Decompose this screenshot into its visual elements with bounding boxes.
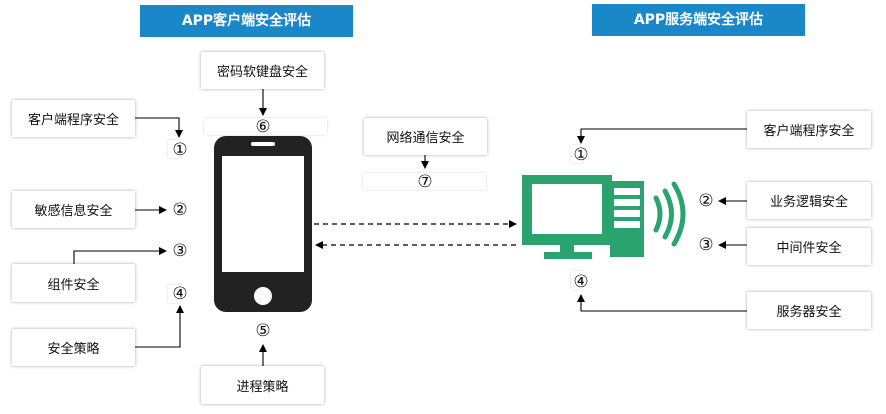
placeholder-box (168, 140, 180, 158)
smartphone-icon (214, 136, 312, 312)
network-security-box: 网络通信安全 (364, 118, 487, 155)
placeholder-box (571, 145, 583, 163)
middleware-security-box: 中间件安全 (747, 228, 871, 265)
server-security-box: 服务器安全 (747, 292, 871, 329)
server-section-title: APP服务端安全评估 (592, 4, 805, 36)
client-marker-4: ④ (172, 284, 188, 304)
server-marker-4: ④ (573, 272, 589, 292)
client-section-title: APP客户端安全评估 (140, 5, 353, 37)
client-program-security-box: 客户端程序安全 (12, 100, 135, 137)
network-marker-7: ⑦ (417, 172, 433, 192)
server-client-program-security-box: 客户端程序安全 (747, 111, 871, 148)
signal-waves-icon (653, 181, 686, 247)
server-marker-1: ① (573, 145, 589, 165)
placeholder-box (571, 271, 583, 289)
client-marker-6: ⑥ (255, 117, 271, 137)
placeholder-box (363, 173, 486, 190)
placeholder-box (168, 285, 180, 303)
client-marker-1: ① (172, 140, 188, 160)
client-marker-3: ③ (172, 241, 188, 261)
client-marker-5: ⑤ (255, 321, 271, 341)
client-marker-2: ② (172, 200, 188, 220)
placeholder-box (204, 118, 327, 135)
password-keyboard-security-box: 密码软键盘安全 (201, 52, 324, 89)
business-logic-security-box: 业务逻辑安全 (747, 182, 871, 219)
component-security-box: 组件安全 (12, 264, 135, 302)
server-computer-icon (522, 175, 644, 259)
server-marker-3: ③ (698, 235, 714, 255)
server-marker-2: ② (698, 191, 714, 211)
sensitive-info-security-box: 敏感信息安全 (12, 191, 135, 228)
process-policy-box: 进程策略 (201, 366, 324, 404)
security-policy-box: 安全策略 (12, 329, 135, 366)
